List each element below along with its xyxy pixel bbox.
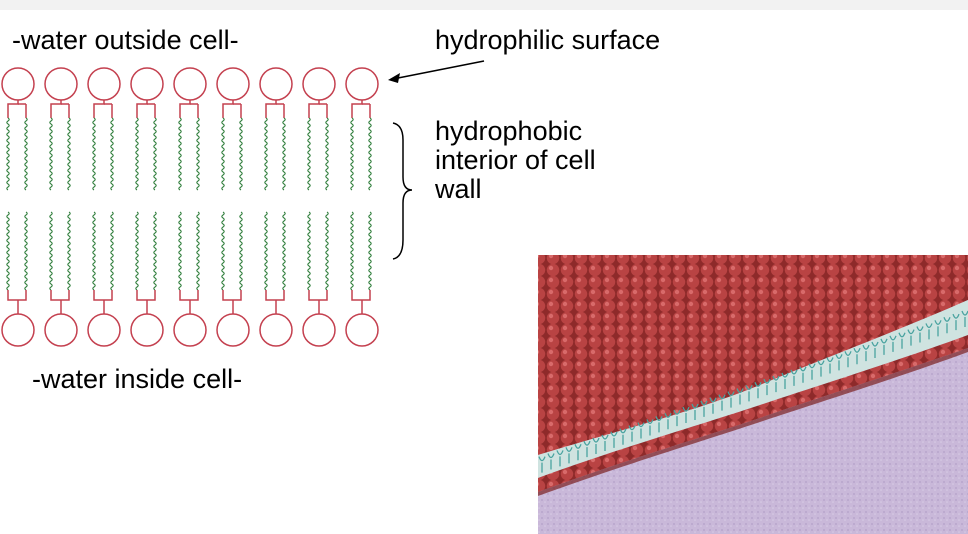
lipid-head	[303, 314, 335, 346]
lipid-bottom	[260, 212, 292, 346]
lipid-top	[303, 68, 335, 190]
lipid-top	[2, 68, 34, 190]
arrow-icon	[388, 61, 484, 83]
lipid-head	[45, 68, 77, 100]
lipid-tail	[136, 212, 138, 290]
lipid-top	[88, 68, 120, 190]
lipid-tail	[111, 118, 113, 190]
lipid-tail	[240, 118, 242, 190]
lipid-tail	[283, 212, 285, 290]
lipid-head	[88, 68, 120, 100]
lipid-tail	[25, 212, 27, 290]
lipid-tail	[351, 118, 353, 190]
lipid-tail	[197, 118, 199, 190]
lipid-head	[346, 68, 378, 100]
lipid-tail	[7, 118, 9, 190]
lipid-tail	[25, 118, 27, 190]
lipid-head	[2, 314, 34, 346]
lipid-tail	[68, 212, 70, 290]
lipid-tail	[222, 118, 224, 190]
lipid-top	[217, 68, 249, 190]
lipid-bottom	[217, 212, 249, 346]
lipid-tail	[240, 212, 242, 290]
lipid-tail	[222, 212, 224, 290]
bracket	[393, 123, 412, 259]
lipid-head	[260, 68, 292, 100]
lipid-head	[217, 314, 249, 346]
lipid-tail	[326, 118, 328, 190]
lipid-tail	[326, 212, 328, 290]
lipid-top	[45, 68, 77, 190]
lipid-tail	[136, 118, 138, 190]
lipid-tail	[50, 212, 52, 290]
lipid-bilayer	[2, 68, 378, 346]
lipid-tail	[68, 118, 70, 190]
lipid-tail	[265, 212, 267, 290]
lipid-tail	[7, 212, 9, 290]
lipid-tail	[179, 118, 181, 190]
lipid-top	[131, 68, 163, 190]
lipid-tail	[283, 118, 285, 190]
lipid-tail	[93, 118, 95, 190]
lipid-head	[45, 314, 77, 346]
lipid-tail	[50, 118, 52, 190]
lipid-bottom	[174, 212, 206, 346]
lipid-head	[303, 68, 335, 100]
lipid-top	[260, 68, 292, 190]
lipid-tail	[154, 212, 156, 290]
lipid-bottom	[346, 212, 378, 346]
lipid-head	[131, 314, 163, 346]
lipid-tail	[197, 212, 199, 290]
membrane-photo	[538, 255, 968, 534]
lipid-head	[174, 314, 206, 346]
lipid-tail	[93, 212, 95, 290]
lipid-head	[174, 68, 206, 100]
lipid-head	[88, 314, 120, 346]
lipid-tail	[369, 118, 371, 190]
lipid-tail	[369, 212, 371, 290]
lipid-head	[2, 68, 34, 100]
lipid-bottom	[88, 212, 120, 346]
lipid-tail	[179, 212, 181, 290]
lipid-tail	[154, 118, 156, 190]
lipid-bottom	[45, 212, 77, 346]
lipid-tail	[111, 212, 113, 290]
lipid-top	[346, 68, 378, 190]
lipid-tail	[265, 118, 267, 190]
lipid-bottom	[303, 212, 335, 346]
lipid-head	[131, 68, 163, 100]
lipid-top	[174, 68, 206, 190]
lipid-bottom	[131, 212, 163, 346]
lipid-head	[217, 68, 249, 100]
lipid-tail	[308, 212, 310, 290]
lipid-head	[260, 314, 292, 346]
lipid-head	[346, 314, 378, 346]
lipid-tail	[308, 118, 310, 190]
lipid-tail	[351, 212, 353, 290]
lipid-bottom	[2, 212, 34, 346]
